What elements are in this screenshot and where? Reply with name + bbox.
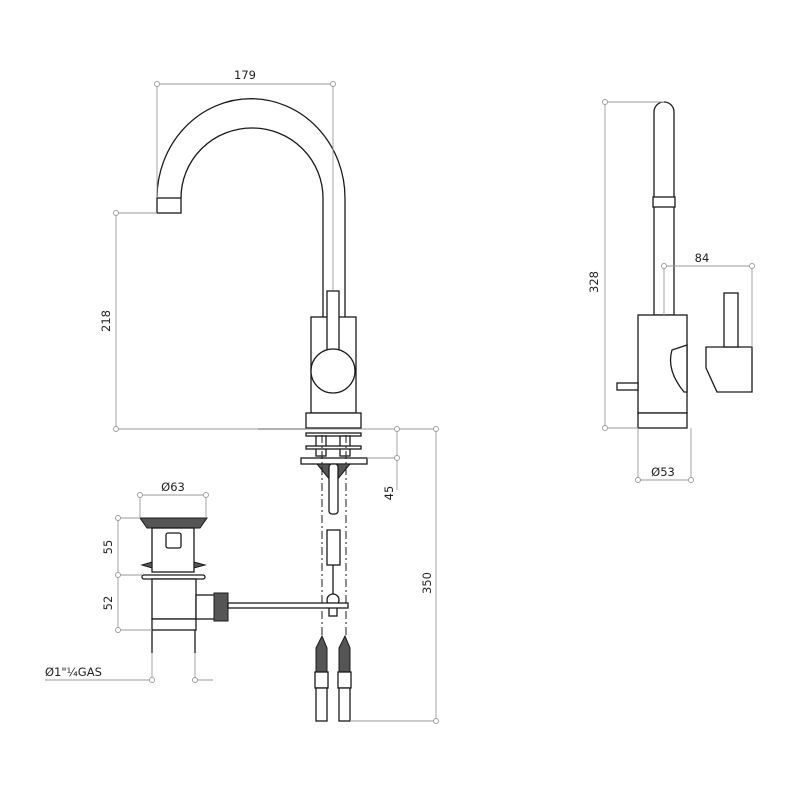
pop-up-waste	[139, 517, 349, 653]
side-spout	[653, 101, 675, 316]
rod-nut	[326, 529, 341, 566]
dim-45: 45	[382, 486, 396, 501]
dim-84: 84	[695, 251, 710, 265]
dim-thread: Ø1"¼GAS	[45, 665, 102, 679]
dim-328: 328	[587, 271, 601, 293]
side-handle	[705, 346, 753, 393]
base-ring	[305, 412, 362, 429]
front-view-faucet	[156, 98, 368, 722]
dim-52: 52	[101, 596, 115, 611]
dim-d63: Ø63	[161, 480, 185, 494]
handle-knob	[310, 348, 356, 394]
dim-350: 350	[420, 572, 434, 594]
side-lever	[723, 292, 739, 348]
hose-braid-right	[338, 634, 351, 673]
dim-179: 179	[234, 68, 256, 82]
hose-braid-left	[315, 634, 328, 673]
lever	[326, 290, 340, 354]
side-dimensions	[602, 99, 755, 483]
pull-rod	[227, 602, 349, 609]
front-dimensions	[113, 81, 439, 724]
spout-inner	[180, 127, 324, 317]
stud	[328, 463, 339, 515]
side-base	[637, 412, 688, 429]
aerator	[156, 197, 182, 214]
dim-d53: Ø53	[651, 465, 675, 479]
fixing-plate	[300, 457, 368, 465]
side-view-faucet	[616, 101, 753, 429]
waste-dimensions	[45, 492, 213, 683]
spout-outer	[156, 98, 346, 317]
dim-55: 55	[101, 540, 115, 555]
dim-218: 218	[99, 310, 113, 332]
